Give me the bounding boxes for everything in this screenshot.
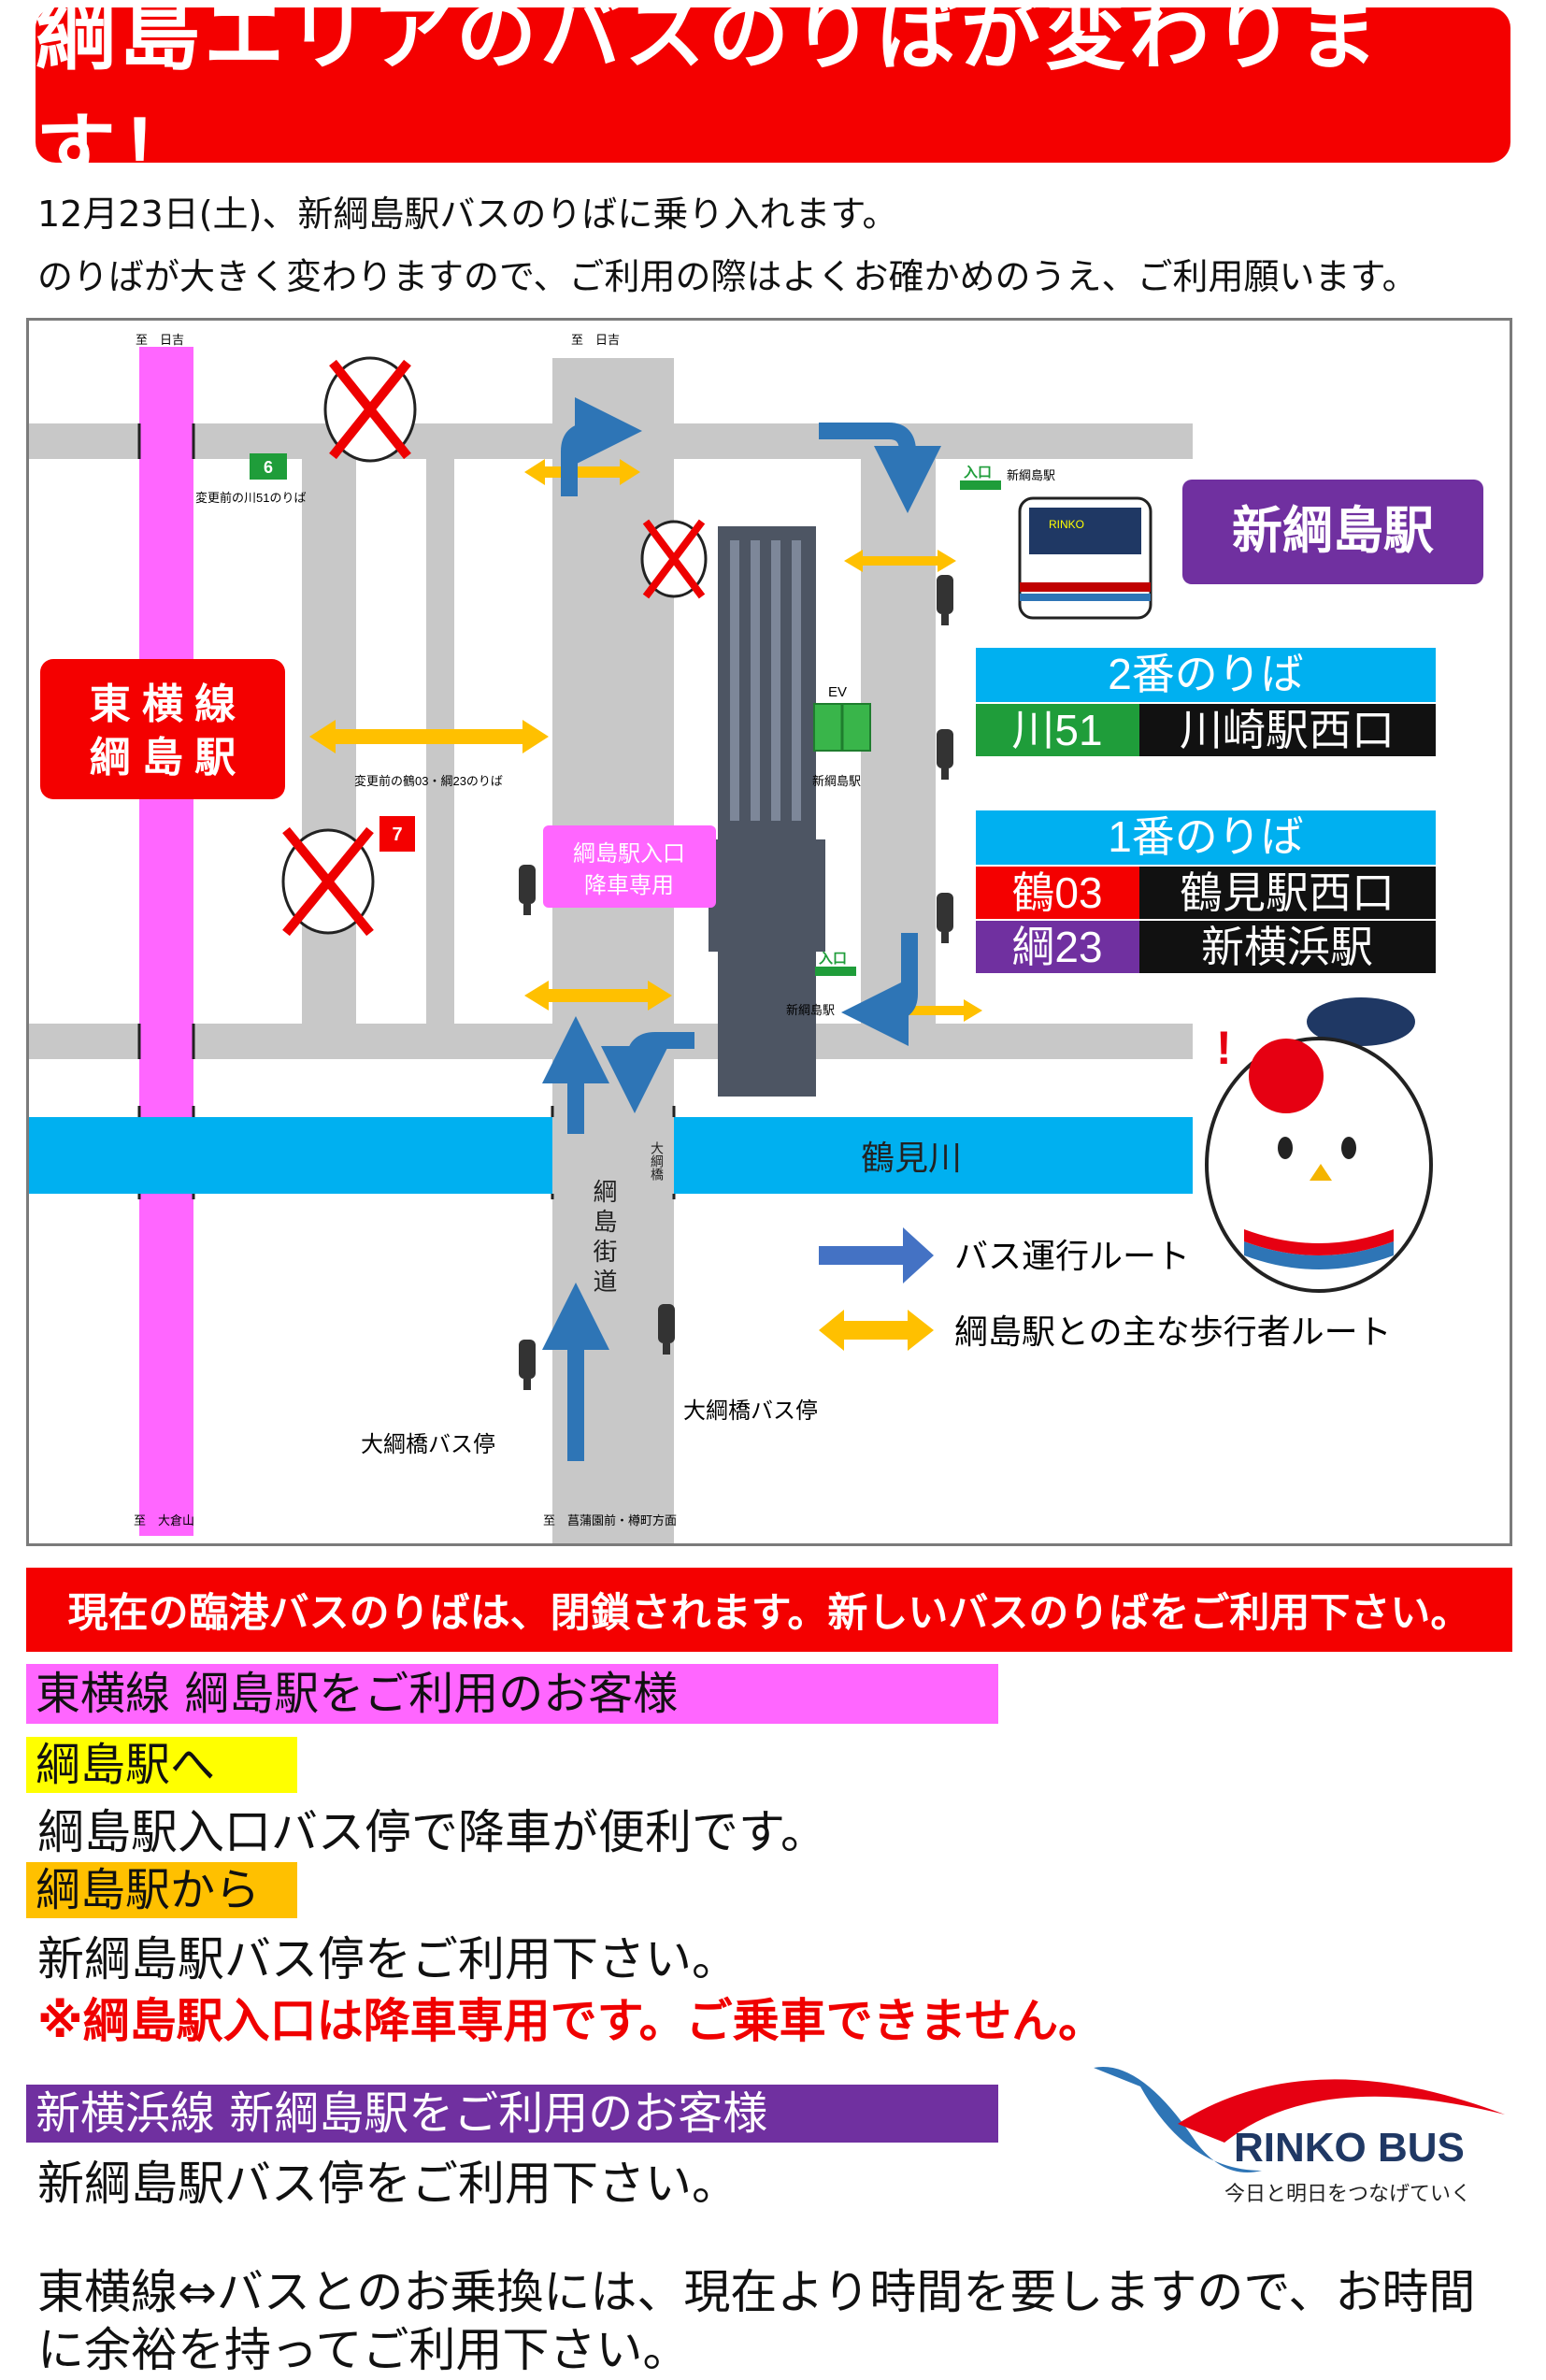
from-station-text: 新綱島駅バス停をご利用下さい。	[37, 1932, 738, 1986]
legend-bus-route-arrow	[819, 1227, 934, 1283]
old-stop-7-badge	[379, 816, 415, 852]
to-hiyoshi-right: 至 日吉	[571, 333, 620, 347]
route-code: 綱23	[1011, 923, 1102, 971]
svg-text:入口: 入口	[819, 951, 847, 967]
route-destination: 鶴見駅西口	[1180, 868, 1395, 917]
platform-2-title: 2番のりば	[1108, 650, 1304, 698]
closed-stop-mascot-icon	[323, 356, 417, 463]
entrance-label-bottom: 新綱島駅	[786, 1003, 835, 1017]
route-row: 川51 川崎駅西口	[976, 704, 1436, 756]
closed-stop-mascot-icon	[640, 519, 708, 599]
bus-icon: RINKO	[1018, 496, 1152, 620]
route-code-badge	[976, 867, 1139, 919]
route-dest-badge	[1139, 921, 1436, 973]
tsunashima-entrance-box: 綱島駅入口 降車専用	[543, 825, 716, 908]
legend: バス運行ルート 綱島駅との主な歩行者ルート	[819, 1227, 1392, 1351]
svg-text:!: !	[1216, 1022, 1232, 1074]
closure-notice-text: 現在の臨港バスのりばは、閉鎖されます。新しいバスのりばをご利用下さい。	[67, 1590, 1471, 1637]
entrance-sign-icon: 入口	[960, 465, 1001, 490]
platform-1-title: 1番のりば	[1108, 812, 1304, 861]
old-stop-6-caption: 変更前の川51のりば	[195, 491, 306, 505]
closure-notice: 現在の臨港バスのりばは、閉鎖されます。新しいバスのりばをご利用下さい。	[26, 1568, 1512, 1652]
closing-line-1: 東横線⇔バスとのお乗換には、現在より時間を要しますので、お時間	[37, 2265, 1476, 2319]
to-station-label: 綱島駅へ	[26, 1737, 297, 1793]
from-station-warning: ※綱島駅入口は降車専用です。ご乗車できません。	[37, 1994, 1106, 2048]
bus-stop-pole-icons	[519, 575, 953, 1390]
to-station-text: 綱島駅入口バス停で降車が便利です。	[37, 1805, 827, 1859]
platform-2-board: 2番のりば 川51 川崎駅西口	[976, 648, 1436, 756]
entrance-box-line2: 降車専用	[584, 873, 674, 898]
bus-stop-okuna-left: 大綱橋バス停	[361, 1432, 495, 1457]
intro-line-2: のりばが大きく変わりますので、ご利用の際はよくお確かめのうえ、ご利用願います。	[37, 256, 1418, 297]
pedestrian-arrows	[309, 459, 982, 1022]
route-code: 川51	[1011, 706, 1102, 754]
closed-stop-mascot-icon	[281, 826, 375, 937]
toyoko-section-heading-text: 東横線 綱島駅をご利用のお客様	[36, 1668, 679, 1720]
intro-line-1: 12月23日(土)、新綱島駅バスのりばに乗り入れます。	[37, 194, 898, 235]
legend-pedestrian-arrow	[819, 1310, 934, 1351]
closing-line-2: に余裕を持ってご利用下さい。	[37, 2323, 690, 2377]
toyoko-section-heading: 東横線 綱島駅をご利用のお客様	[26, 1664, 998, 1724]
road-label: 綱島街道	[590, 1179, 618, 1298]
svg-text:入口: 入口	[964, 465, 992, 480]
shinyoko-section-heading-text: 新横浜線 新綱島駅をご利用のお客様	[36, 2087, 768, 2140]
route-code-badge	[976, 704, 1139, 756]
toyoko-station-box: 東 横 線 綱 島 駅	[40, 659, 285, 799]
logo-tagline: 今日と明日をつなげていく	[1224, 2183, 1471, 2206]
route-dest-badge	[1139, 704, 1436, 756]
rinko-bus-logo: RINKO BUS 今日と明日をつなげていく	[1084, 2030, 1514, 2217]
bus-route-arrows	[542, 397, 941, 1461]
mascot-illustration: !	[1205, 997, 1433, 1293]
route-code-badge	[976, 921, 1139, 973]
route-map: 至 日吉 至 日吉 至 大倉山 至 菖蒲園前・樽町方面 鶴見川 大綱橋 綱島街道…	[26, 318, 1512, 1546]
ev-label: EV	[828, 684, 847, 700]
river-label: 鶴見川	[861, 1139, 962, 1177]
from-station-label: 綱島駅から	[26, 1862, 297, 1918]
entrance-box-line1: 綱島駅入口	[573, 841, 685, 867]
old-stop-7-caption: 変更前の鶴03・綱23のりば	[354, 774, 503, 788]
route-destination: 川崎駅西口	[1180, 706, 1395, 754]
to-okurayama: 至 大倉山	[134, 1513, 194, 1527]
route-code: 鶴03	[1011, 868, 1102, 917]
route-dest-badge	[1139, 867, 1436, 919]
to-station-label-text: 綱島駅へ	[36, 1739, 216, 1791]
shinyoko-section-heading: 新横浜線 新綱島駅をご利用のお客様	[26, 2085, 998, 2143]
toyoko-station-line2: 綱 島 駅	[90, 735, 236, 781]
old-stop-6-badge	[250, 453, 287, 480]
entrance-label-top: 新綱島駅	[1007, 468, 1055, 482]
page-title: 綱島エリアのバスのりばが変わります！	[36, 0, 1381, 198]
to-shobuen: 至 菖蒲園前・樽町方面	[543, 1513, 677, 1527]
shin-tsunashima-label: 新綱島駅	[1232, 503, 1434, 559]
old-stop-6-number: 6	[264, 458, 273, 477]
legend-bus-route-label: バス運行ルート	[954, 1237, 1190, 1275]
svg-text:RINKO: RINKO	[1049, 518, 1084, 531]
to-hiyoshi-left: 至 日吉	[136, 333, 184, 347]
shinyoko-text: 新綱島駅バス停をご利用下さい。	[37, 2157, 738, 2211]
bridge-label: 大綱橋	[650, 1141, 665, 1181]
station-building	[709, 526, 825, 1097]
from-station-label-text: 綱島駅から	[36, 1864, 261, 1916]
logo-name: RINKO BUS	[1234, 2125, 1465, 2171]
entrance-label-mid: 新綱島駅	[812, 774, 861, 788]
shin-tsunashima-station-box: 新綱島駅	[1182, 480, 1483, 584]
route-row: 綱23 新横浜駅	[976, 921, 1436, 973]
toyoko-line-track	[139, 347, 193, 1536]
entrance-sign-icon: 入口	[815, 951, 856, 976]
toyoko-station-line1: 東 横 線	[90, 681, 236, 727]
legend-pedestrian-label: 綱島駅との主な歩行者ルート	[954, 1312, 1392, 1351]
route-destination: 新横浜駅	[1201, 923, 1373, 971]
bus-stop-okuna-right: 大綱橋バス停	[683, 1398, 818, 1424]
title-banner: 綱島エリアのバスのりばが変わります！	[36, 0, 1510, 198]
old-stop-7-number: 7	[392, 824, 402, 845]
route-row: 鶴03 鶴見駅西口	[976, 867, 1436, 919]
